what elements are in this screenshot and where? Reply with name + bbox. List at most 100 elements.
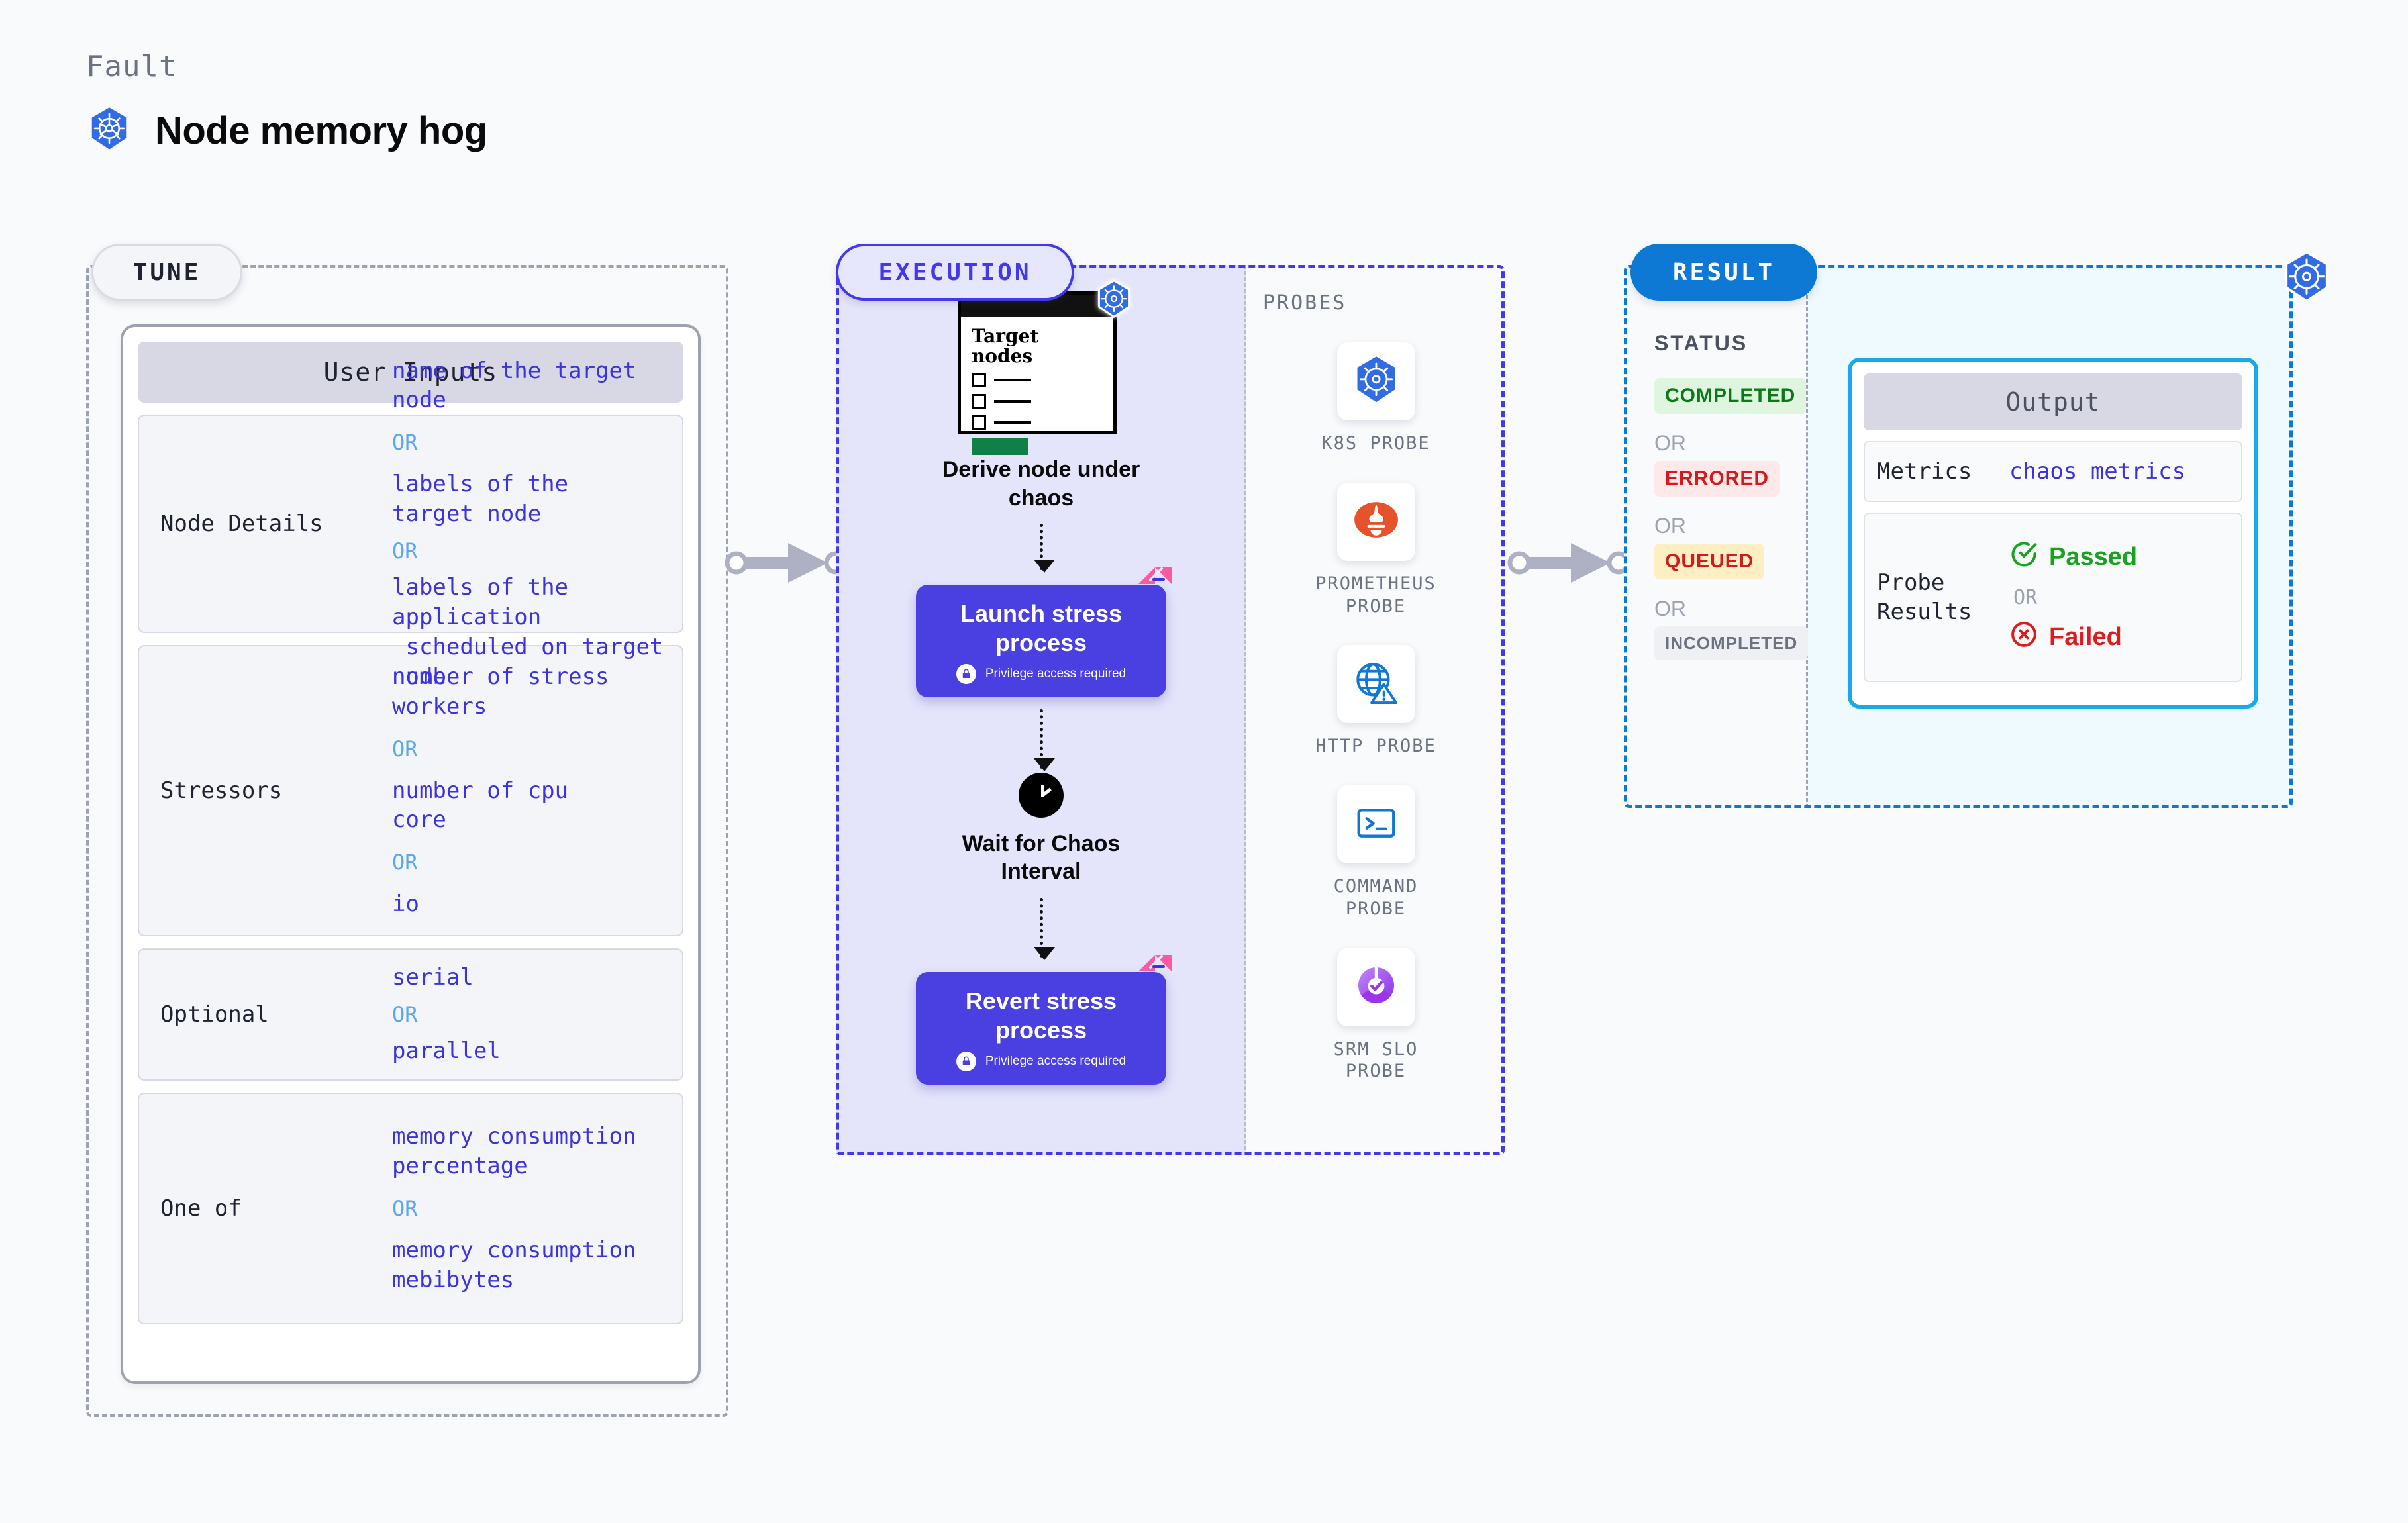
checklist-item (972, 394, 1113, 409)
checkbox-icon (972, 394, 986, 409)
tune-row-values: serial OR parallel (392, 963, 673, 1066)
or-separator: OR (2013, 585, 2038, 609)
tune-row-optional: Optional serial OR parallel (138, 948, 683, 1081)
tune-row-label: Optional (160, 1001, 269, 1028)
stage-badge-execution: EXECUTION (836, 244, 1074, 301)
or-separator: OR (392, 850, 418, 875)
or-separator: OR (1654, 431, 1686, 455)
output-metrics-value: chaos metrics (2009, 458, 2186, 485)
green-status-bar (972, 438, 1028, 456)
or-separator: OR (392, 430, 418, 456)
result-region-frame (1624, 265, 2293, 808)
fault-kicker: Fault (86, 50, 177, 83)
lock-icon (956, 663, 976, 684)
result-status-panel-background (1624, 265, 1808, 808)
harness-ribbon-icon (1133, 951, 1176, 993)
probe-label: HTTP PROBE (1315, 736, 1436, 757)
tune-region-frame (86, 265, 728, 1417)
page-title: Node memory hog (155, 109, 487, 152)
probe-results-values: Passed OR Failed (2009, 540, 2137, 656)
connector-tune-to-execution (725, 543, 848, 583)
privilege-note: Privilege access required (927, 663, 1156, 684)
tune-row-label: Stressors (160, 777, 283, 804)
or-separator: OR (392, 1196, 418, 1221)
wait-chaos-interval-node (1019, 772, 1064, 818)
status-column: STATUS COMPLETED OR ERRORED OR QUEUED OR… (1654, 331, 1813, 660)
kubernetes-icon (2280, 250, 2334, 305)
checklist-item (972, 373, 1113, 388)
tune-value: serial (392, 964, 474, 991)
fault-title-row: Node memory hog (86, 106, 487, 156)
checkbox-icon (972, 373, 986, 388)
probe-result-failed: Failed (2009, 620, 2137, 656)
or-separator: OR (392, 736, 418, 762)
status-badge-queued: QUEUED (1654, 544, 1765, 579)
user-inputs-title: User Inputs (138, 342, 683, 403)
privilege-note-text: Privilege access required (985, 666, 1127, 681)
stage-badge-tune: TUNE (91, 244, 242, 301)
output-row-label: Metrics (1877, 458, 1972, 485)
or-separator: OR (392, 538, 418, 564)
privilege-note-text: Privilege access required (985, 1054, 1127, 1068)
lock-icon (956, 1051, 976, 1071)
checkbox-icon (972, 415, 986, 430)
harness-ribbon-icon (1133, 564, 1176, 606)
terminal-icon (1353, 800, 1399, 850)
probes-title: PROBES (1263, 291, 1347, 315)
tune-row-label: Node Details (160, 511, 323, 537)
probes-column: PROBES K8S PROBE (1248, 291, 1503, 1083)
status-badge-incompleted: INCOMPLETED (1654, 626, 1809, 660)
or-separator: OR (1654, 597, 1686, 620)
rule-line (994, 400, 1031, 403)
user-inputs-card: User Inputs Node Details name of the tar… (121, 324, 701, 1384)
tune-value: labels of the application scheduled on t… (392, 574, 664, 690)
status-badge-errored: ERRORED (1654, 461, 1780, 497)
or-separator: OR (392, 1002, 418, 1027)
flow-arrow-2 (1033, 709, 1055, 771)
checklist-item (972, 415, 1113, 430)
probe-label: K8S PROBE (1321, 433, 1430, 454)
probe-result-passed: Passed (2009, 540, 2137, 575)
execution-region-frame (836, 265, 1505, 1155)
tune-value: io (392, 891, 419, 918)
probe-item-k8s[interactable]: K8S PROBE (1248, 342, 1503, 455)
output-title: Output (1864, 373, 2242, 430)
failed-label: Failed (2049, 623, 2122, 652)
probe-item-http[interactable]: HTTP PROBE (1248, 645, 1503, 758)
output-row-metrics: Metrics chaos metrics (1864, 441, 2242, 503)
kubernetes-icon (1094, 279, 1134, 319)
prometheus-icon (1350, 494, 1402, 549)
slo-donut-icon (1352, 961, 1400, 1012)
x-circle-icon (2009, 620, 2038, 656)
flow-arrow-3 (1033, 897, 1055, 960)
kubernetes-icon (86, 106, 132, 156)
stage-badge-result: RESULT (1630, 244, 1817, 301)
globe-warning-icon (1352, 658, 1401, 711)
